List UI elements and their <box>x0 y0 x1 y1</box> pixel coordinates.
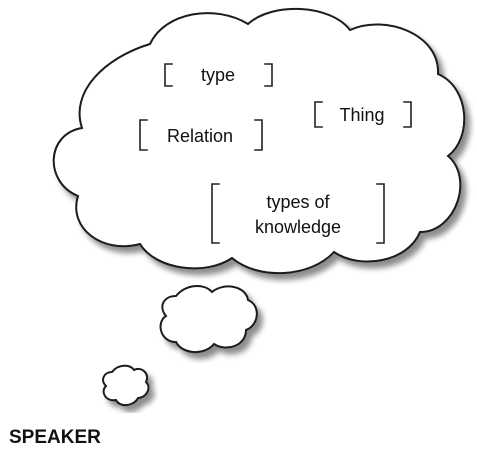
right-bracket <box>264 63 273 87</box>
left-bracket <box>139 119 148 151</box>
small-thought-cloud <box>159 285 258 353</box>
concept-types-of-knowledge: types of knowledge <box>211 183 385 244</box>
concept-type: type <box>164 63 273 87</box>
concept-types-of-knowledge-line-1: types of <box>266 192 330 212</box>
concept-type-label: type <box>201 65 235 85</box>
concept-relation: Relation <box>139 119 263 151</box>
main-thought-cloud <box>52 8 466 274</box>
concept-relation-label: Relation <box>167 126 233 146</box>
speaker-label: SPEAKER <box>9 427 101 448</box>
right-bracket <box>376 183 385 244</box>
right-bracket <box>403 101 412 128</box>
tiny-thought-cloud <box>102 364 150 406</box>
left-bracket <box>314 101 323 128</box>
left-bracket <box>164 63 173 87</box>
concept-thing-label: Thing <box>339 105 384 125</box>
concept-types-of-knowledge-line-2: knowledge <box>255 217 341 237</box>
left-bracket <box>211 183 220 244</box>
right-bracket <box>254 119 263 151</box>
concept-thing: Thing <box>314 101 412 128</box>
